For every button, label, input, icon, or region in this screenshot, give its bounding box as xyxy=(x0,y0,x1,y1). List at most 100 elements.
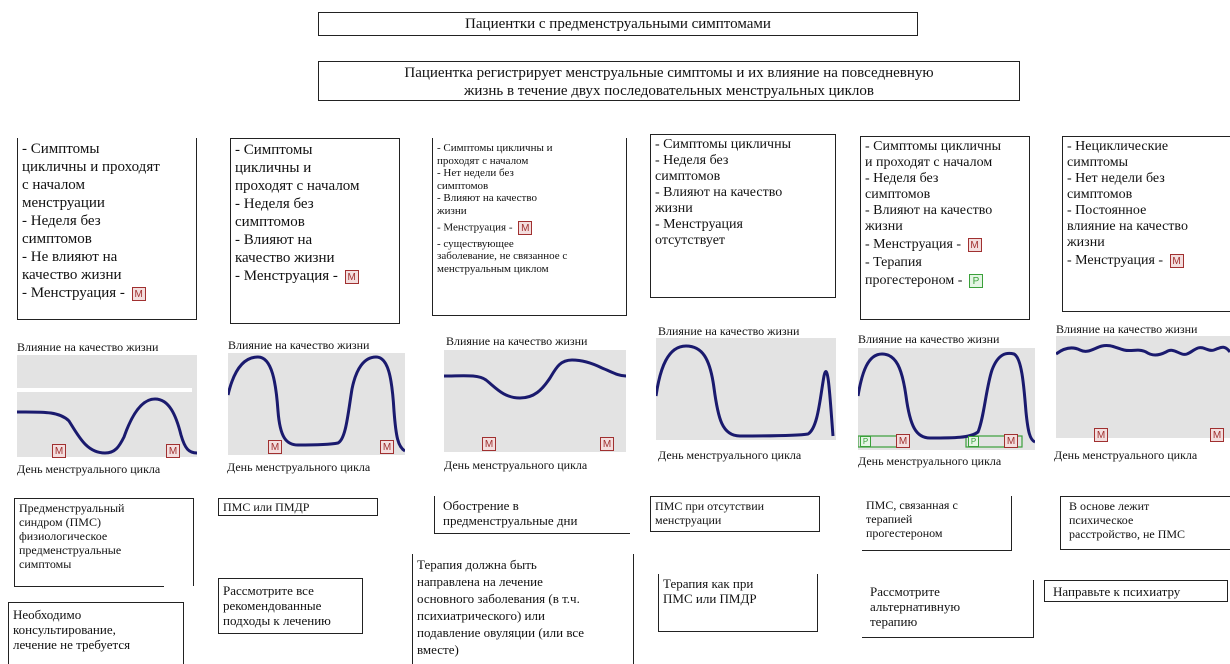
symptom-line: - Нет недели без xyxy=(437,167,514,180)
qol-label-2: Влияние на качество жизни xyxy=(228,338,370,352)
recommendation-5: Рассмотрите альтернативную терапию xyxy=(862,580,1034,638)
menstruation-icon: M xyxy=(1169,253,1184,268)
diagnosis-1-underline xyxy=(14,586,164,587)
day-label-3: День менструального цикла xyxy=(444,458,588,472)
menstruation-icon: M xyxy=(482,437,496,451)
recommendation-line: вместе) xyxy=(417,642,459,657)
diagnosis-4: ПМС при отсутствии менструации xyxy=(650,496,820,532)
diagnosis-line: ПМС, связанная с xyxy=(866,498,958,512)
diagnosis-5-underline xyxy=(862,550,1012,551)
symptom-line: качество жизни xyxy=(22,267,122,283)
recommendation-line: Необходимо xyxy=(13,607,82,622)
symptom-line: - Симптомы xyxy=(235,142,313,158)
menstruation-icon: M xyxy=(1004,434,1018,448)
symptom-line: отсутствует xyxy=(655,233,726,248)
symptom-line: - Влияют на качество xyxy=(865,203,993,218)
qol-label-5: Влияние на качество жизни xyxy=(858,332,1000,346)
symptom-line: симптомов xyxy=(865,187,931,202)
menstruation-icon: M xyxy=(1210,428,1224,442)
symptom-line: жизни xyxy=(437,204,467,217)
patients-box: Пациентки с предменструальными симптомам… xyxy=(318,12,918,36)
recommendation-line: Терапия как при xyxy=(663,576,754,591)
diagnosis-line: прогестероном xyxy=(866,526,943,540)
symptom-line: - Нециклические xyxy=(1067,139,1169,154)
recommendation-line: подходы к лечению xyxy=(223,613,331,628)
registration-line-1: Пациентка регистрирует менструальные сим… xyxy=(404,65,934,81)
recommendation-line: Терапия должна быть xyxy=(417,557,537,572)
symptom-line: качество жизни xyxy=(235,250,335,266)
recommendation-line: рекомендованные xyxy=(223,598,322,613)
diagnosis-line: симптомы xyxy=(19,557,72,571)
symptom-line: - Симптомы xyxy=(22,141,100,157)
symptom-line: - Терапия xyxy=(865,255,922,270)
diagnosis-line: физиологическое xyxy=(19,529,108,543)
symptom-line: - Неделя без xyxy=(22,213,101,229)
symptom-box-2: - Симптомы цикличны и проходят с началом… xyxy=(230,138,400,324)
menstruation-icon: M xyxy=(1094,428,1108,442)
symptom-box-3: - Симптомы цикличны и проходят с началом… xyxy=(432,138,627,316)
symptom-text: - Менструация - xyxy=(235,268,342,284)
qol-label-4: Влияние на качество жизни xyxy=(658,324,800,338)
recommendation-line: Рассмотрите все xyxy=(223,583,314,598)
day-label-4: День менструального цикла xyxy=(658,448,802,462)
menstruation-icon: M xyxy=(967,237,982,252)
symptom-line-menstruation: - Менструация - M xyxy=(865,237,1025,253)
symptom-line-menstruation: - Менструация - M xyxy=(437,220,622,235)
menstruation-icon: M xyxy=(600,437,614,451)
diagnosis-line: расстройство, не ПМС xyxy=(1069,527,1186,541)
symptom-line: - Симптомы цикличны xyxy=(655,137,791,152)
symptom-box-1: - Симптомы цикличны и проходят с началом… xyxy=(17,138,197,320)
diagnosis-line: менструации xyxy=(655,513,722,527)
day-label-2: День менструального цикла xyxy=(227,460,371,474)
symptom-line: менструальным циклом xyxy=(437,262,549,275)
symptom-text: - Менструация - xyxy=(1067,253,1167,268)
symptom-line: влияние на качество xyxy=(1067,219,1188,234)
recommendation-line: консультирование, xyxy=(13,622,116,637)
diagnosis-line: предменструальные xyxy=(19,543,122,557)
symptom-text: прогестероном - xyxy=(865,273,966,288)
diagnosis-line: ПМС или ПМДР xyxy=(223,500,310,514)
symptom-line: симптомов xyxy=(437,179,489,192)
diagnosis-line: предменструальные дни xyxy=(443,513,578,528)
day-label-1: День менструального цикла xyxy=(17,462,161,476)
symptom-line: и проходят с началом xyxy=(865,155,993,170)
day-label-6: День менструального цикла xyxy=(1054,448,1198,462)
menstruation-icon: M xyxy=(131,286,146,301)
diagnosis-line: В основе лежит xyxy=(1069,499,1150,513)
symptom-line: - Нет недели без xyxy=(1067,171,1165,186)
symptom-line: - существующее xyxy=(437,237,514,250)
qol-graph-4 xyxy=(656,338,836,440)
symptom-line: жизни xyxy=(1067,235,1105,250)
diagnosis-5: ПМС, связанная с терапией прогестероном xyxy=(862,496,1012,550)
symptom-box-5: - Симптомы цикличны и проходят с началом… xyxy=(860,136,1030,320)
diagnosis-line: синдром (ПМС) xyxy=(19,515,101,529)
symptom-line: симптомов xyxy=(655,169,721,184)
symptom-line: - Влияют на качество xyxy=(437,192,537,205)
diagnosis-3: Обострение в предменструальные дни xyxy=(434,496,630,534)
symptom-line: симптомов xyxy=(1067,187,1133,202)
menstruation-icon: M xyxy=(380,440,394,454)
menstruation-icon: M xyxy=(166,444,180,458)
symptom-line: - Влияют на качество xyxy=(655,185,783,200)
qol-label-6: Влияние на качество жизни xyxy=(1056,322,1198,336)
recommendation-line: Рассмотрите xyxy=(870,584,940,599)
qol-graph-1 xyxy=(17,355,197,457)
symptom-line: цикличны и xyxy=(235,160,312,176)
diagnosis-line: Предменструальный xyxy=(19,501,125,515)
recommendation-line: направлена на лечение xyxy=(417,574,543,589)
symptom-line: проходят с началом xyxy=(437,154,529,167)
patients-box-label: Пациентки с предменструальными симптомам… xyxy=(465,16,771,32)
symptom-line: цикличны и проходят xyxy=(22,159,160,175)
recommendation-line: лечение не требуется xyxy=(13,637,131,652)
qol-label-3: Влияние на качество жизни xyxy=(446,334,588,348)
symptom-line: - Неделя без xyxy=(655,153,729,168)
symptom-line: - Не влияют на xyxy=(22,249,118,265)
recommendation-line: альтернативную xyxy=(870,599,961,614)
recommendation-line: психиатрического) или xyxy=(417,608,545,623)
recommendation-2: Рассмотрите все рекомендованные подходы … xyxy=(218,578,363,634)
symptom-line: - Неделя без xyxy=(865,171,939,186)
menstruation-icon: M xyxy=(896,434,910,448)
symptom-line-menstruation: - Менструация - M xyxy=(235,267,395,285)
symptom-line: - Влияют на xyxy=(235,232,313,248)
recommendation-line: подавление овуляции (или все xyxy=(417,625,585,640)
